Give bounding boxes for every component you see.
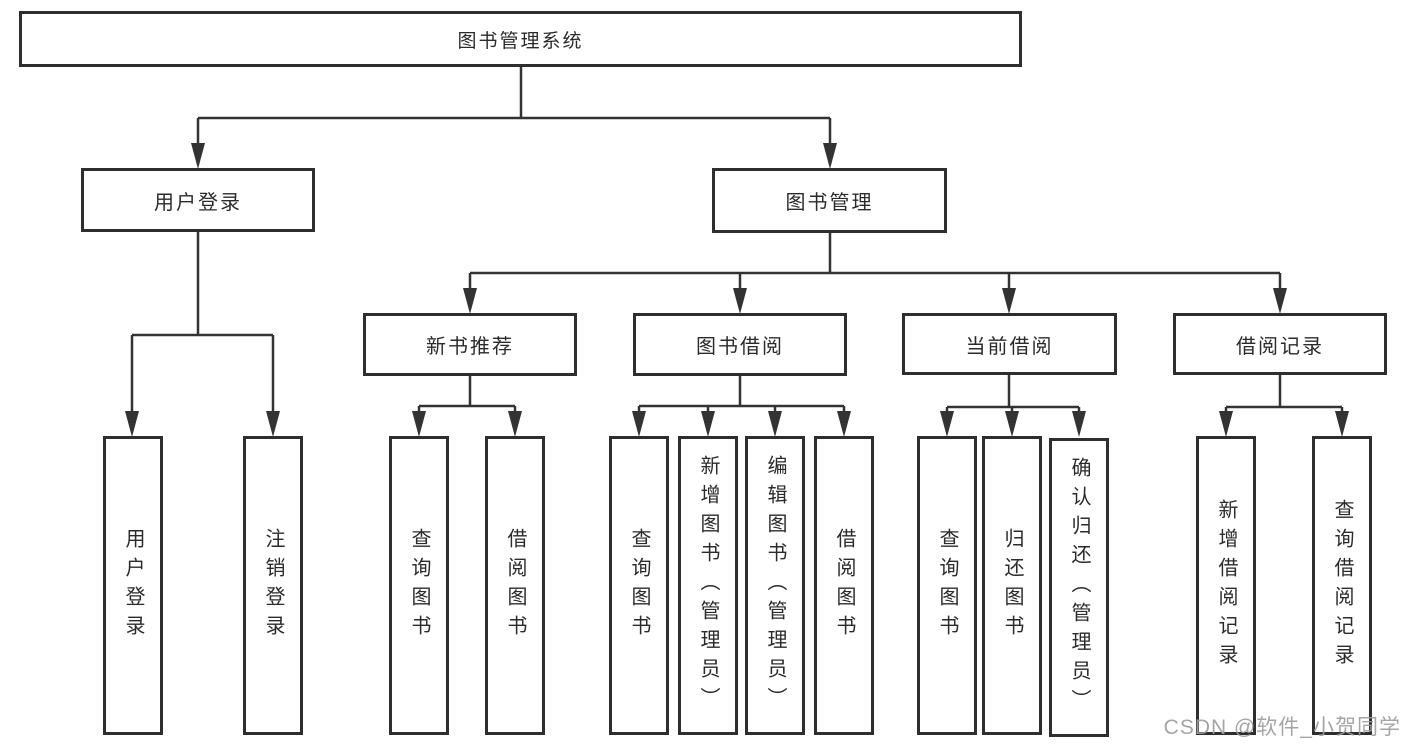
leaf-current-query-books: 查询图书 xyxy=(917,436,977,735)
leaf-current-return-books-label: 归还图书 xyxy=(1001,527,1023,644)
leaf-recommend-borrow-books: 借阅图书 xyxy=(485,436,545,735)
leaf-user-login-label: 用户登录 xyxy=(122,527,144,644)
node-root-label: 图书管理系统 xyxy=(457,30,584,52)
node-current-borrowing-label: 当前借阅 xyxy=(965,335,1054,358)
leaf-records-query-borrow-record: 查询借阅记录 xyxy=(1312,436,1372,735)
node-book-borrowing-label: 图书借阅 xyxy=(696,336,784,358)
node-new-book-recommendation: 新书推荐 xyxy=(363,313,577,376)
leaf-current-return-books: 归还图书 xyxy=(982,436,1042,735)
node-borrowing-records: 借阅记录 xyxy=(1173,313,1387,375)
leaf-current-query-books-label: 查询图书 xyxy=(936,527,958,644)
leaf-logout-label: 注销登录 xyxy=(262,527,284,644)
leaf-borrowing-query-books: 查询图书 xyxy=(609,436,669,735)
leaf-records-add-borrow-record-label: 新增借阅记录 xyxy=(1215,498,1237,673)
leaf-records-query-borrow-record-label: 查询借阅记录 xyxy=(1331,498,1353,673)
leaf-borrowing-add-books-admin: 新增图书（管理员） xyxy=(678,436,738,735)
node-book-management: 图书管理 xyxy=(712,168,947,233)
leaf-recommend-borrow-books-label: 借阅图书 xyxy=(504,527,526,644)
node-new-book-recommendation-label: 新书推荐 xyxy=(426,336,514,358)
node-root-book-management-system: 图书管理系统 xyxy=(19,11,1022,67)
leaf-logout: 注销登录 xyxy=(243,436,303,735)
node-user-login: 用户登录 xyxy=(81,168,315,232)
leaf-borrowing-edit-books-admin-label: 编辑图书（管理员） xyxy=(764,455,786,716)
leaf-borrowing-edit-books-admin: 编辑图书（管理员） xyxy=(745,436,805,735)
csdn-watermark: CSDN @软件_小贺同学 xyxy=(1163,716,1401,739)
node-book-borrowing: 图书借阅 xyxy=(633,313,847,376)
leaf-borrowing-query-books-label: 查询图书 xyxy=(628,527,650,644)
leaf-borrowing-borrow-books-label: 借阅图书 xyxy=(833,527,855,644)
leaf-recommend-query-books: 查询图书 xyxy=(389,436,449,735)
leaf-borrowing-add-books-admin-label: 新增图书（管理员） xyxy=(697,455,719,716)
leaf-borrowing-borrow-books: 借阅图书 xyxy=(814,436,874,735)
node-current-borrowing: 当前借阅 xyxy=(902,313,1117,375)
leaf-recommend-query-books-label: 查询图书 xyxy=(408,527,430,644)
leaf-current-confirm-return-admin: 确认归还（管理员） xyxy=(1049,438,1109,737)
node-user-login-label: 用户登录 xyxy=(154,191,242,214)
node-borrowing-records-label: 借阅记录 xyxy=(1236,335,1324,358)
leaf-current-confirm-return-admin-label: 确认归还（管理员） xyxy=(1068,457,1090,718)
node-book-management-label: 图书管理 xyxy=(785,192,874,214)
leaf-records-add-borrow-record: 新增借阅记录 xyxy=(1196,436,1256,735)
leaf-user-login: 用户登录 xyxy=(103,436,163,735)
